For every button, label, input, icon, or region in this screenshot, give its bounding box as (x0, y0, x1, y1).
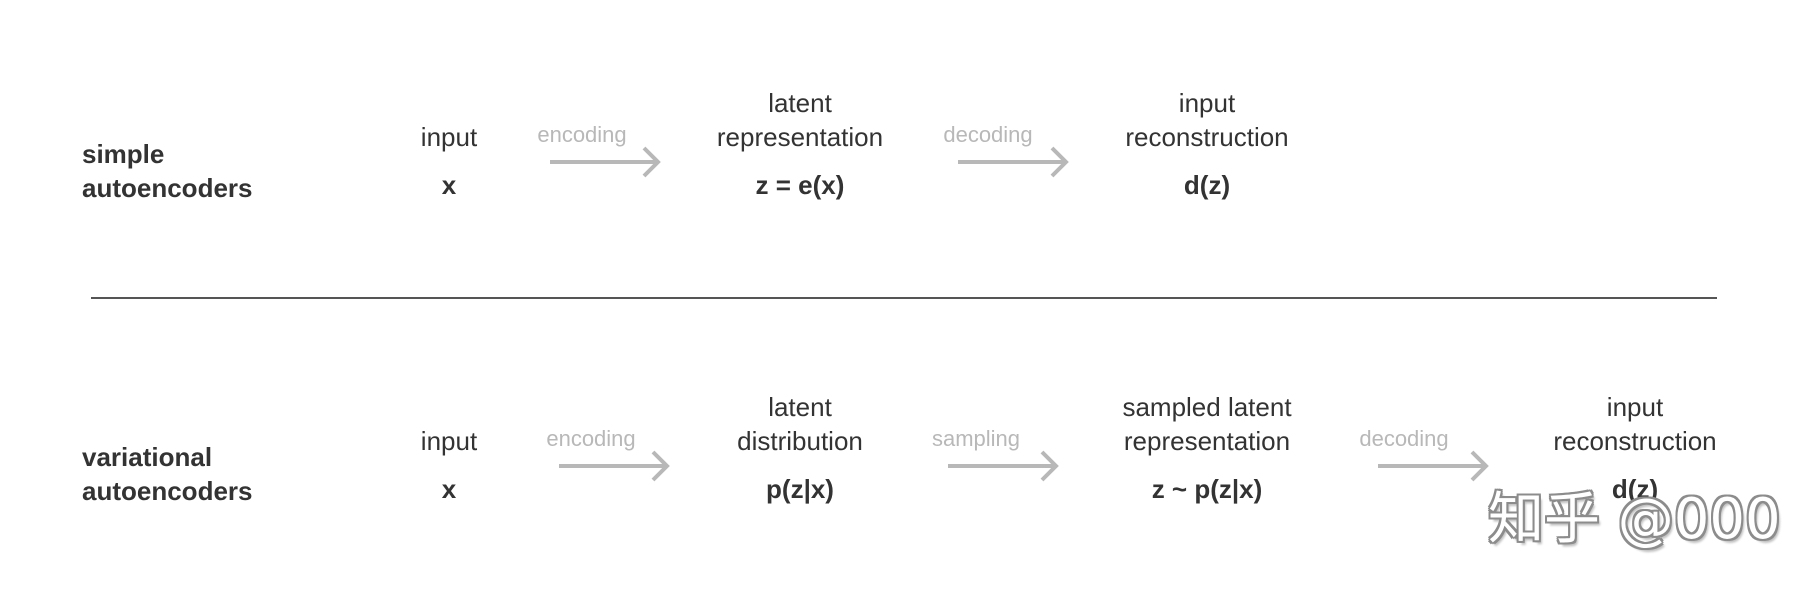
variational-title-line2: autoencoders (82, 476, 253, 506)
simple-title-line2: autoencoders (82, 173, 253, 203)
variational-sampled-label-1: sampled latent (1122, 392, 1292, 422)
variational-sampling-arrow: sampling (932, 426, 1066, 486)
variational-input-node: input x (420, 424, 478, 504)
variational-input-formula: x (441, 474, 457, 504)
simple-latent-label-1: latent (768, 88, 832, 118)
variational-sampled-label-2: representation (1123, 426, 1291, 456)
variational-latent-distribution-node: latent distribution p(z|x) (737, 390, 863, 504)
variational-sampled-formula: z ~ p(z|x) (1151, 474, 1263, 504)
variational-latent-label-1: latent (768, 392, 832, 422)
variational-encoding-arrow: encoding (546, 426, 677, 486)
variational-sampling-label: sampling (931, 426, 1021, 451)
variational-input-label: input (420, 426, 478, 456)
simple-autoencoders-title: simple autoencoders (82, 137, 253, 205)
variational-reconstruction-label-2: reconstruction (1553, 426, 1717, 456)
simple-input-label: input (420, 122, 478, 152)
simple-latent-formula: z = e(x) (755, 170, 845, 200)
simple-reconstruction-label-2: reconstruction (1125, 122, 1289, 152)
variational-decoding-label: decoding (1359, 426, 1449, 451)
variational-reconstruction-node: input reconstruction d(z) (1553, 390, 1717, 504)
simple-decoding-arrow: decoding (943, 122, 1076, 182)
arrow-right-icon (559, 450, 670, 482)
simple-reconstruction-label-1: input (1178, 88, 1236, 118)
simple-latent-label-2: representation (716, 122, 884, 152)
variational-reconstruction-formula: d(z) (1611, 474, 1659, 504)
arrow-right-icon (948, 450, 1059, 482)
variational-sampled-node: sampled latent representation z ~ p(z|x) (1122, 390, 1292, 504)
simple-title-line1: simple (82, 139, 165, 169)
variational-latent-formula: p(z|x) (766, 474, 834, 504)
simple-encoding-arrow: encoding (537, 122, 668, 182)
arrow-right-icon (550, 146, 661, 178)
simple-decoding-label: decoding (943, 122, 1033, 147)
simple-input-node: input x (420, 120, 478, 200)
simple-encoding-label: encoding (537, 122, 627, 147)
simple-reconstruction-formula: d(z) (1183, 170, 1231, 200)
arrow-right-icon (1378, 450, 1489, 482)
variational-latent-label-2: distribution (737, 426, 863, 456)
variational-autoencoders-title: variational autoencoders (82, 440, 253, 508)
zhihu-watermark: 知乎 @000 (1488, 487, 1781, 552)
simple-latent-node: latent representation z = e(x) (716, 86, 884, 200)
variational-title-line1: variational (82, 442, 213, 472)
variational-decoding-arrow: decoding (1359, 426, 1496, 486)
variational-encoding-label: encoding (546, 426, 636, 451)
simple-input-formula: x (441, 170, 457, 200)
arrow-right-icon (958, 146, 1069, 178)
variational-reconstruction-label-1: input (1606, 392, 1664, 422)
simple-reconstruction-node: input reconstruction d(z) (1125, 86, 1289, 200)
section-divider (91, 297, 1717, 299)
